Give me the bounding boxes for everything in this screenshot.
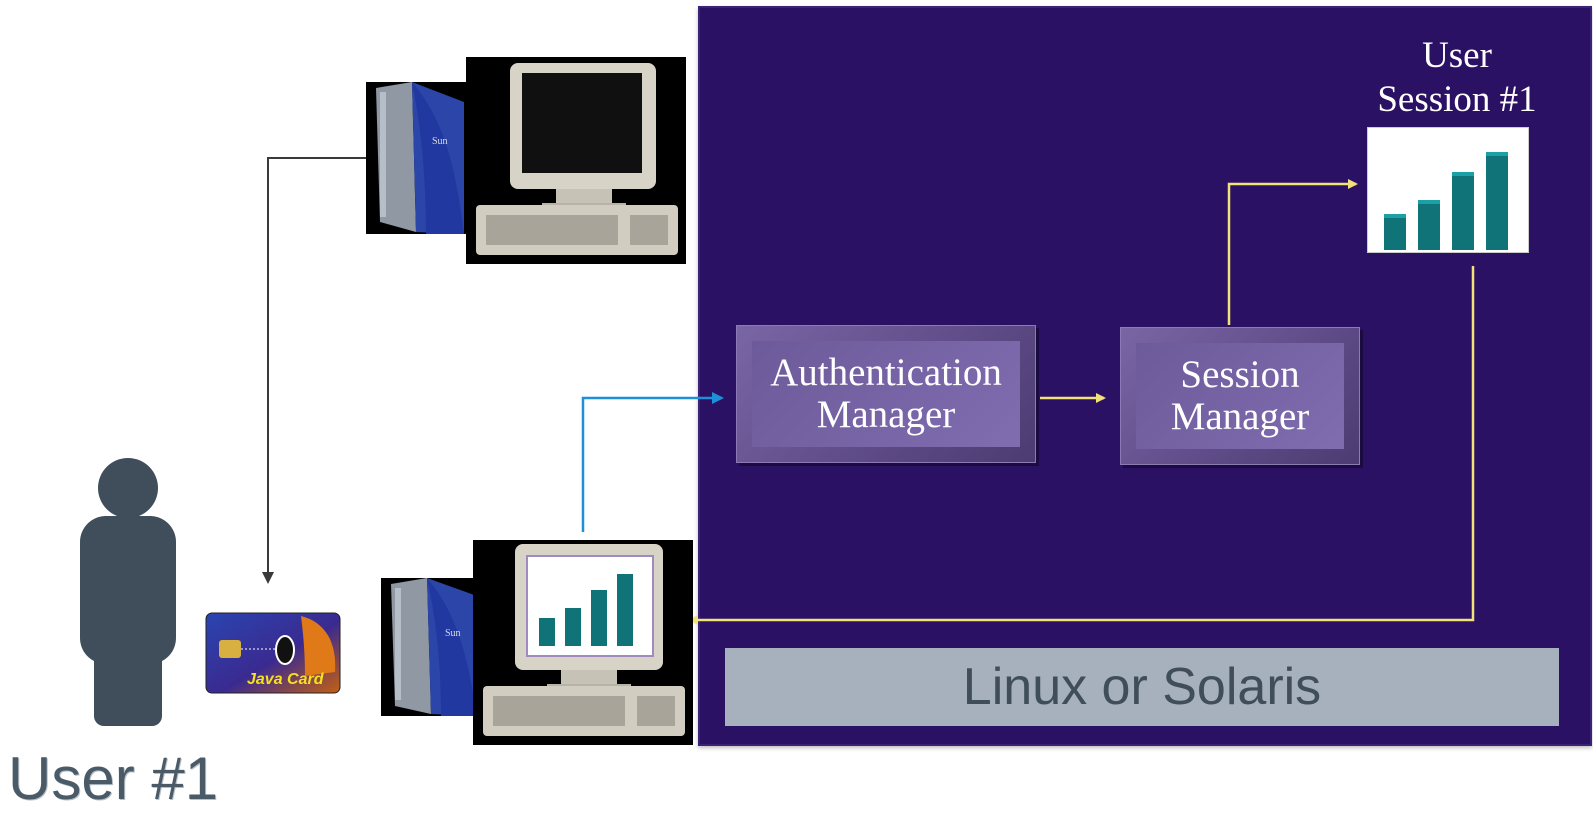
monitor-icon [483, 544, 685, 736]
java-card-icon: Java Card [205, 612, 341, 694]
thin-client-top: Sun [366, 82, 466, 234]
arrow-terminal-to-auth [581, 392, 724, 532]
arrow-terminal-to-card [262, 157, 366, 584]
authentication-manager: Authentication Manager [736, 325, 1036, 463]
svg-text:Sun: Sun [445, 628, 461, 639]
auth-manager-line1: Authentication [770, 351, 1002, 394]
user-label: User #1 [8, 745, 219, 812]
svg-text:Sun: Sun [432, 136, 448, 147]
os-label: Linux or Solaris [725, 648, 1559, 726]
terminal-bottom [473, 540, 693, 745]
auth-manager-line2: Manager [816, 393, 956, 436]
thin-client-icon: Sun [376, 82, 464, 234]
java-card: Java Card [205, 612, 341, 694]
user-session-title: User Session #1 [1362, 34, 1552, 122]
session-manager-line2: Manager [1170, 395, 1310, 438]
thin-client-icon: Sun [391, 578, 477, 716]
terminal-top [466, 57, 686, 264]
arrow-session-to-user-session [1227, 179, 1358, 325]
monitor-icon [476, 63, 678, 255]
arrow-user-session-to-terminal [688, 266, 1475, 625]
session-manager-line1: Session [1180, 353, 1300, 396]
user-session-chart [1368, 128, 1528, 252]
user-session-line2: Session #1 [1377, 79, 1537, 120]
bar-chart-icon [539, 574, 633, 646]
java-card-text: Java Card [247, 671, 325, 688]
person-icon [80, 458, 176, 726]
user-session-line1: User [1422, 35, 1492, 76]
bar-chart-icon [1384, 152, 1508, 250]
session-manager: Session Manager [1120, 327, 1360, 465]
thin-client-bottom: Sun [381, 578, 479, 716]
